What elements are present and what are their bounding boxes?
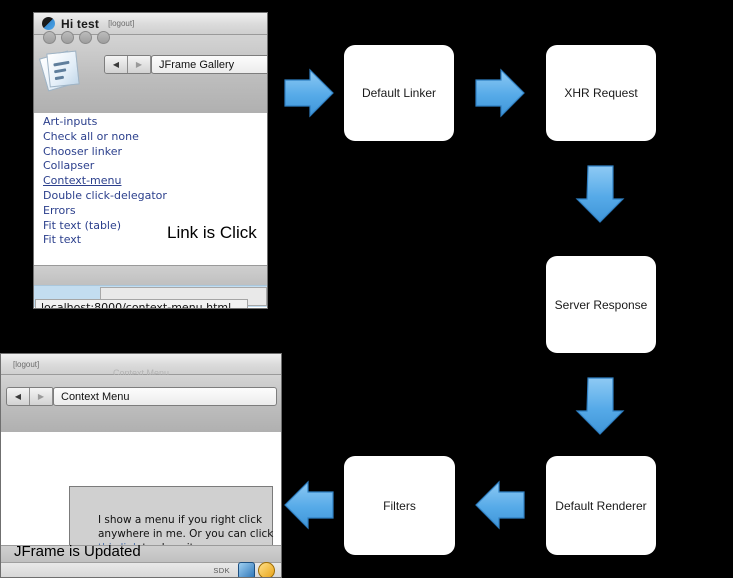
logout-link[interactable]: [logout] — [108, 19, 134, 28]
node-default-renderer-label: Default Renderer — [555, 499, 646, 513]
contextmenu-toolbar: ◀ ▶ Context Menu — [1, 375, 281, 433]
minimize-button[interactable] — [61, 31, 74, 44]
gallery-title: Hi test — [61, 17, 99, 31]
gallery-address-value: JFrame Gallery — [159, 59, 234, 71]
list-item[interactable]: Double click-delegator — [43, 189, 267, 204]
node-default-linker[interactable]: Default Linker — [344, 45, 454, 141]
gallery-window[interactable]: Hi test [logout] ◀ ▶ JFrame Gallery — [33, 12, 268, 309]
list-item[interactable]: Chooser linker — [43, 145, 267, 160]
node-server-response-label: Server Response — [555, 298, 648, 312]
instruction-line-1: I show a menu if you right click — [98, 514, 262, 526]
arrow-server-response-to-renderer — [577, 378, 623, 434]
close-button[interactable] — [43, 31, 56, 44]
arrow-xhr-request-to-server-response — [577, 166, 623, 222]
forward-button[interactable]: ▶ — [128, 56, 151, 73]
back-button[interactable]: ◀ — [7, 388, 30, 405]
gallery-statusbar — [34, 265, 267, 286]
gallery-document-icon — [41, 49, 83, 91]
node-filters-label: Filters — [383, 499, 416, 513]
window-controls[interactable] — [43, 31, 110, 44]
arrow-default-linker-to-xhr-request — [476, 70, 524, 116]
sdk-bar: SDK — [1, 562, 281, 577]
instruction-line-2: anywhere in me. Or you can click — [98, 528, 273, 540]
contextmenu-address-field[interactable]: Context Menu — [53, 387, 277, 406]
node-server-response[interactable]: Server Response — [546, 256, 656, 353]
gallery-nav-buttons[interactable]: ◀ ▶ — [104, 55, 152, 74]
arrow-in-to-default-linker — [285, 70, 333, 116]
node-default-linker-label: Default Linker — [362, 86, 436, 100]
list-item[interactable]: Collapser — [43, 159, 267, 174]
list-item-context-menu[interactable]: Context-menu — [43, 174, 267, 189]
list-item[interactable]: Check all or none — [43, 130, 267, 145]
contextmenu-address-value: Context Menu — [61, 391, 129, 403]
gallery-content: Art-inputs Check all or none Chooser lin… — [34, 113, 267, 265]
arrow-renderer-to-filters — [476, 482, 524, 528]
forward-button[interactable]: ▶ — [30, 388, 53, 405]
contextmenu-nav-buttons[interactable]: ◀ ▶ — [6, 387, 54, 406]
gallery-address-field[interactable]: JFrame Gallery — [151, 55, 268, 74]
back-button[interactable]: ◀ — [105, 56, 128, 73]
contextmenu-titlebar[interactable]: [logout] Context Menu — [1, 354, 281, 375]
list-item[interactable]: Art-inputs — [43, 115, 267, 130]
arrow-filters-out — [285, 482, 333, 528]
list-item[interactable]: Errors — [43, 204, 267, 219]
node-default-renderer[interactable]: Default Renderer — [546, 456, 656, 555]
maximize-button[interactable] — [79, 31, 92, 44]
link-is-clicked-message: Link is Click — [167, 223, 257, 243]
node-filters[interactable]: Filters — [344, 456, 455, 555]
jframe-updated-message: JFrame is Updated — [14, 543, 141, 560]
sdk-label: SDK — [213, 566, 230, 575]
extra-button[interactable] — [97, 31, 110, 44]
gallery-toolbar: ◀ ▶ JFrame Gallery — [34, 35, 267, 114]
node-xhr-request[interactable]: XHR Request — [546, 45, 656, 141]
node-xhr-request-label: XHR Request — [564, 86, 637, 100]
status-url-tooltip: localhost:8000/context-menu.html — [35, 299, 248, 309]
contextmenu-window[interactable]: [logout] Context Menu ◀ ▶ Context Menu I… — [0, 353, 282, 578]
app-logo-icon — [42, 17, 55, 30]
